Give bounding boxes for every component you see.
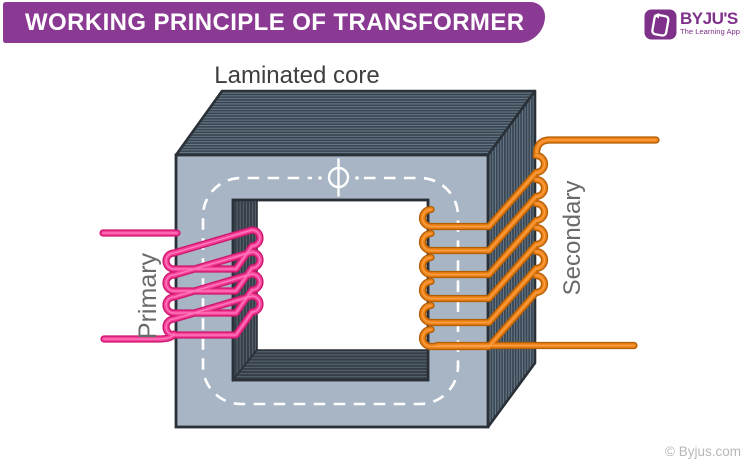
flux-path xyxy=(201,158,460,406)
logo-tagline-text: The Learning App xyxy=(680,27,740,36)
page-title: WORKING PRINCIPLE OF TRANSFORMER xyxy=(25,8,525,36)
flux-phi-symbol xyxy=(327,158,350,197)
core-top-face xyxy=(174,89,537,157)
secondary-winding-label: Secondary xyxy=(559,180,586,296)
byjus-logo-icon xyxy=(644,9,677,40)
byjus-logo[interactable]: BYJU'S The Learning App xyxy=(644,9,740,40)
laminated-core-label: Laminated core xyxy=(214,62,380,89)
copyright-text: © Byjus.com xyxy=(665,444,741,459)
laminated-core-graphic xyxy=(174,89,537,429)
logo-brand-text: BYJU'S xyxy=(680,9,738,28)
title-banner: WORKING PRINCIPLE OF TRANSFORMER xyxy=(3,2,545,43)
window-inner-bottom-wall xyxy=(231,349,429,381)
primary-winding-label: Primary xyxy=(134,252,162,340)
